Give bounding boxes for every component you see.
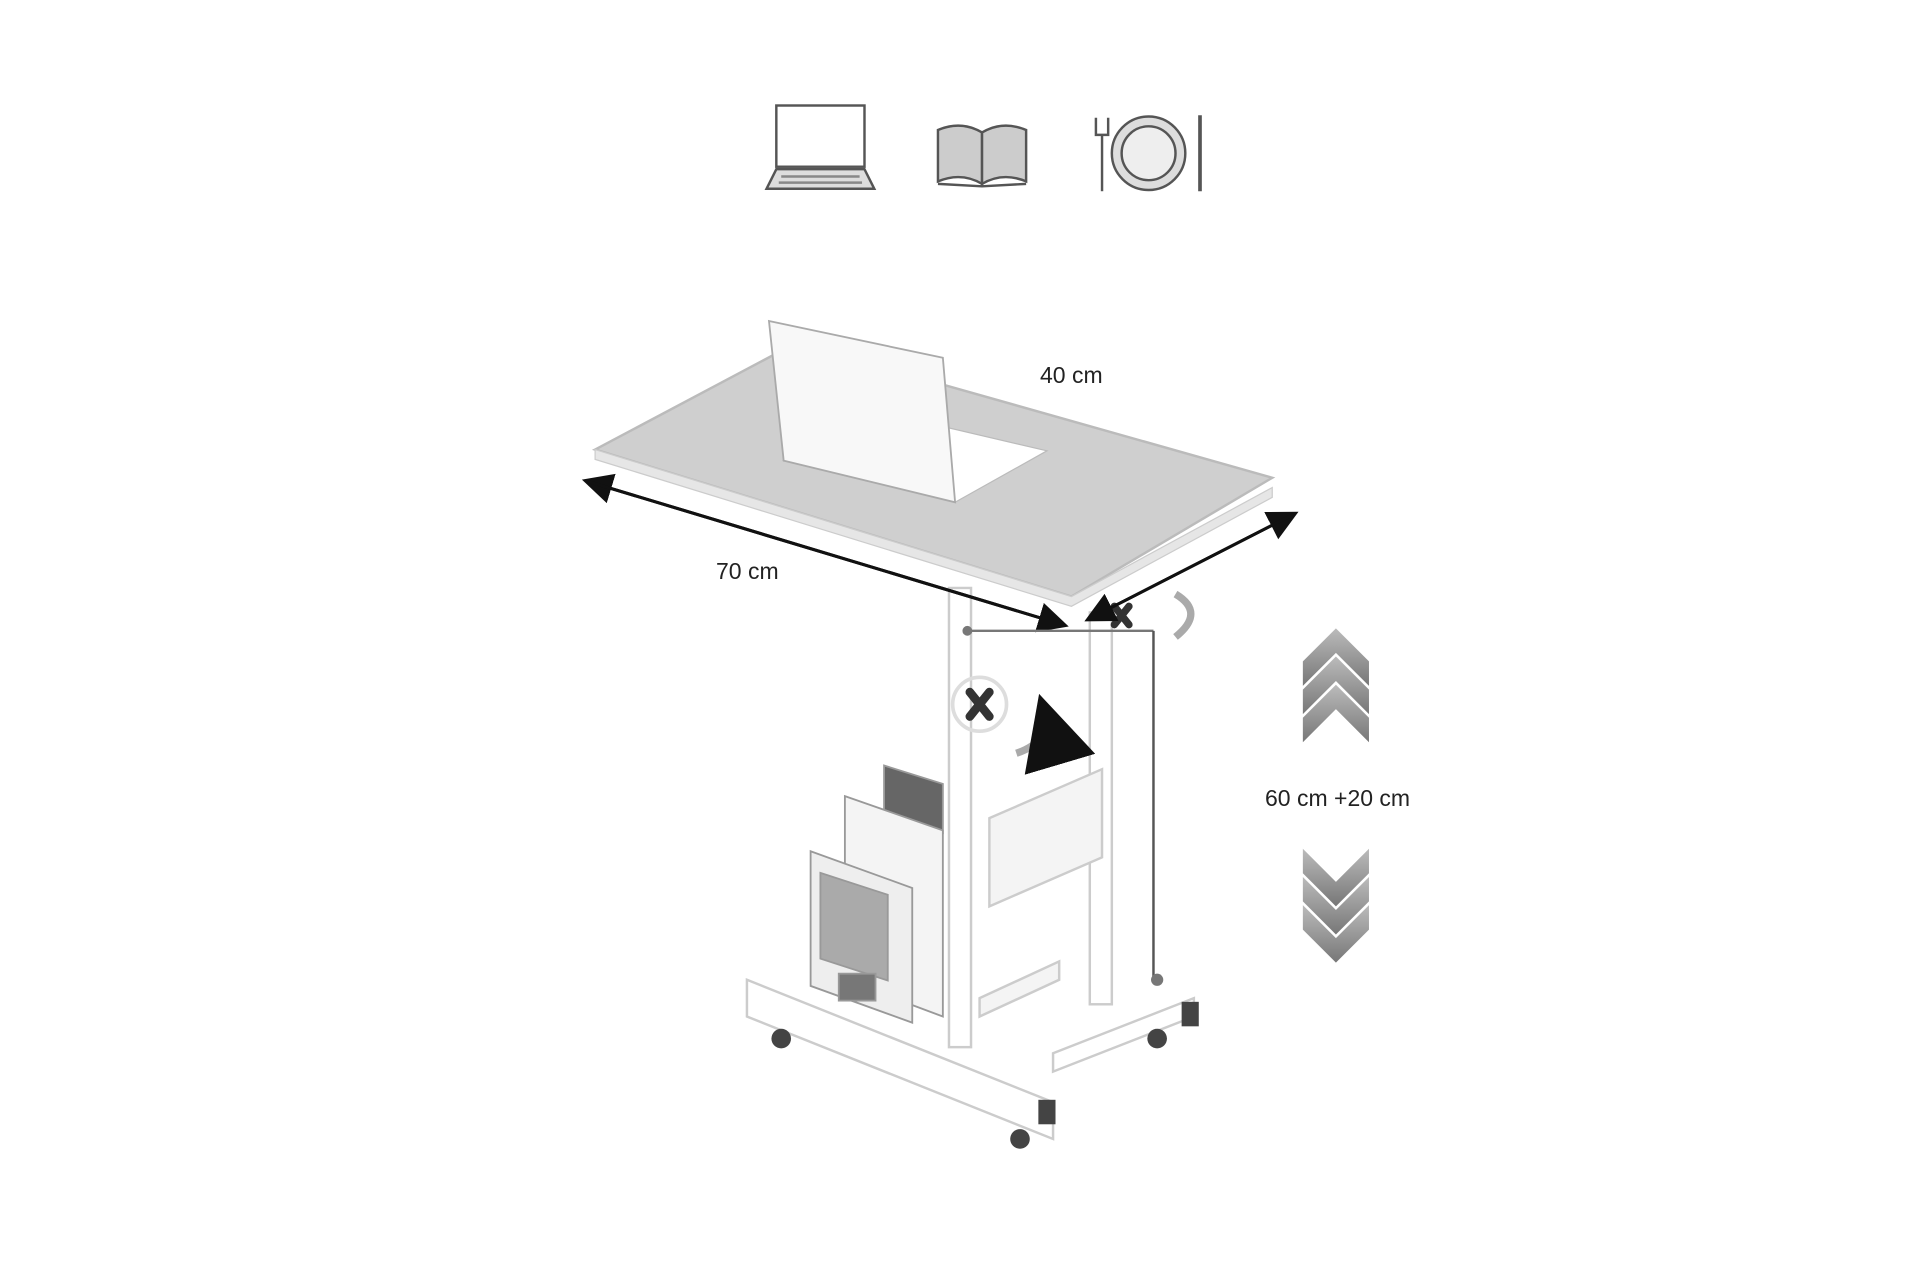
dimension-lines	[581, 473, 1299, 986]
laptop-on-table	[767, 319, 1049, 504]
depth-label: 40 cm	[1040, 362, 1103, 388]
wheels	[771, 1001, 1199, 1149]
height-up-arrows-icon	[1302, 628, 1369, 743]
books	[809, 764, 944, 1024]
plate-cutlery-icon	[1094, 115, 1202, 192]
width-label: 70 cm	[716, 558, 779, 584]
height-down-arrows-icon	[1302, 848, 1369, 963]
height-label: 60 cm +20 cm	[1265, 785, 1411, 811]
open-book-icon	[936, 124, 1028, 188]
laptop-icon	[764, 104, 877, 190]
adjust-knob-icons	[950, 590, 1195, 775]
